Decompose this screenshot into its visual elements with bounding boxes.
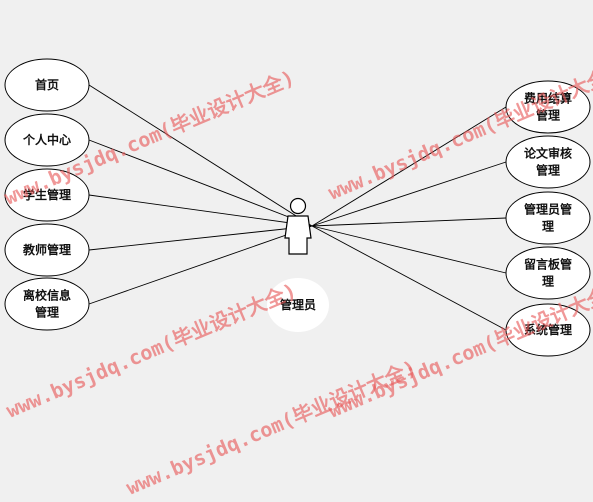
left-use-case-3: 学生管理 [4,168,90,222]
use-case-label: 理 [542,220,554,234]
right-association-line [311,217,507,227]
actor: 管理员 [267,197,329,332]
use-case-ellipse [4,277,90,331]
use-case-nodes: 首页个人中心学生管理教师管理离校信息管理费用结算管理论文审核管理管理员管理留言板… [4,58,591,357]
use-case-label: 系统管理 [524,322,572,337]
use-case-ellipse [505,80,591,134]
left-association-line [88,225,313,305]
right-use-case-5: 系统管理 [505,303,591,357]
use-case-label: 学生管理 [23,187,71,202]
use-case-label: 个人中心 [22,132,71,147]
left-use-case-1: 首页 [4,58,90,112]
left-use-case-2: 个人中心 [4,113,90,167]
association-lines [88,84,507,331]
left-use-case-4: 教师管理 [4,223,90,277]
use-case-ellipse [505,135,591,189]
left-association-line [88,139,313,227]
use-case-label: 管理 [35,305,59,320]
use-case-label: 论文审核 [524,146,572,161]
use-case-ellipse [4,168,90,222]
actor-figure-icon [284,197,312,255]
use-case-ellipse [4,113,90,167]
use-case-label: 费用结算 [524,91,572,106]
left-association-line [88,194,313,227]
use-case-ellipse [505,246,591,300]
actor-label: 管理员 [280,297,316,312]
use-case-label: 管理员管 [524,202,572,217]
right-association-line [311,225,507,274]
use-case-ellipse [4,58,90,112]
left-association-line [88,84,313,227]
right-association-line [311,161,507,227]
left-association-line [88,225,313,251]
use-case-ellipse [505,303,591,357]
use-case-label: 离校信息 [23,288,71,303]
use-case-ellipse [505,191,591,245]
use-case-ellipse [4,223,90,277]
use-case-label: 理 [542,275,554,289]
use-case-label: 管理 [536,163,560,178]
use-case-label: 首页 [35,77,59,92]
use-case-label: 教师管理 [22,242,71,257]
watermark-text: www.bysjdq.com(毕业设计大全) [123,355,420,499]
right-association-line [311,225,507,331]
use-case-label: 管理 [536,108,560,123]
use-case-label: 留言板管 [524,257,572,272]
right-association-line [311,106,507,227]
actor-label-bubble [267,278,329,332]
